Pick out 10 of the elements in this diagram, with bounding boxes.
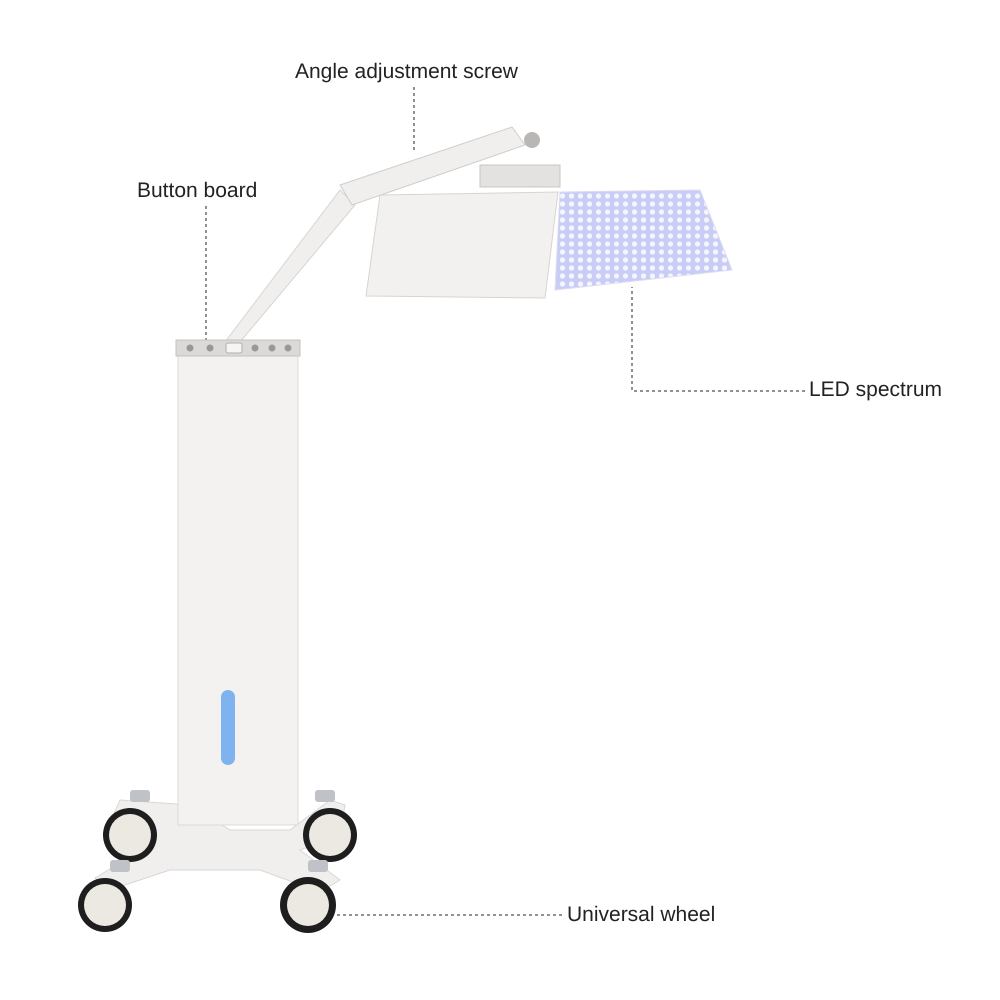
callout-label: Button board	[137, 179, 258, 203]
callout-label: Universal wheel	[567, 903, 716, 927]
led-panel	[554, 190, 733, 291]
button-panel	[176, 340, 300, 356]
leader-line	[336, 914, 562, 916]
leader-line	[632, 286, 806, 392]
callout-label: LED spectrum	[809, 378, 942, 402]
callout-label: Angle adjustment screw	[295, 60, 518, 84]
caster-wheel	[280, 877, 336, 933]
lamp-arm	[339, 126, 540, 206]
